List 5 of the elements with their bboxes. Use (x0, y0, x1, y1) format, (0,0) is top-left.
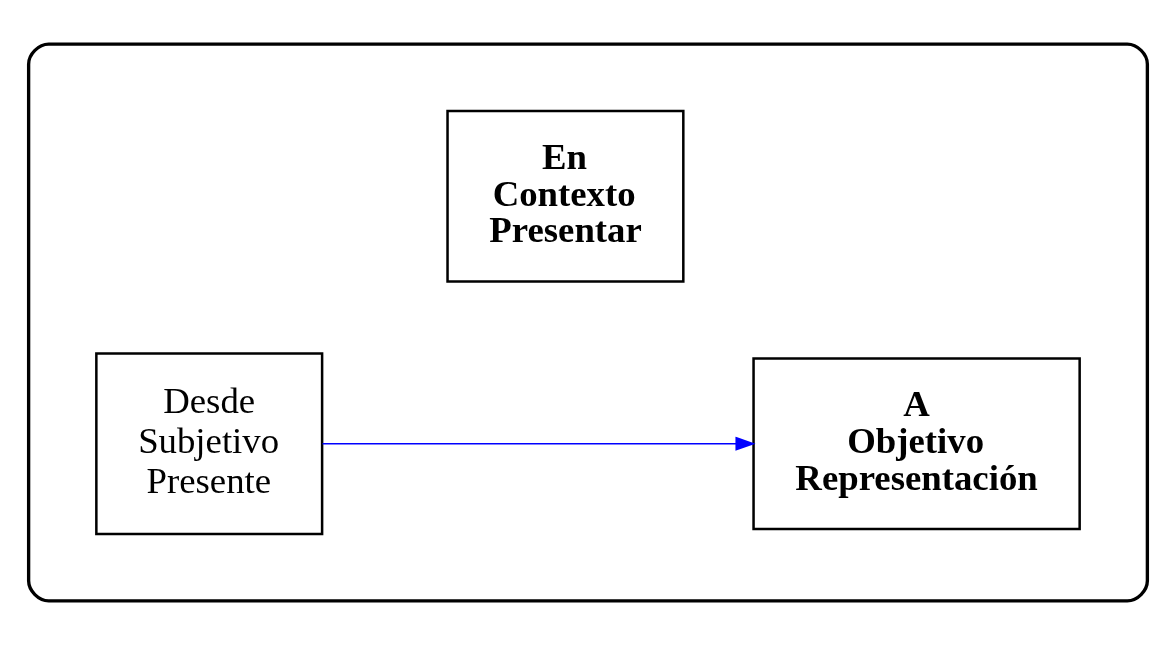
node-box: Desde Subjetivo Presente (95, 352, 324, 536)
node-box: A Objetivo Representación (752, 357, 1081, 531)
cluster (26, 42, 1150, 603)
arrow (321, 436, 756, 451)
node-box: En Contexto Presentar (446, 109, 685, 283)
